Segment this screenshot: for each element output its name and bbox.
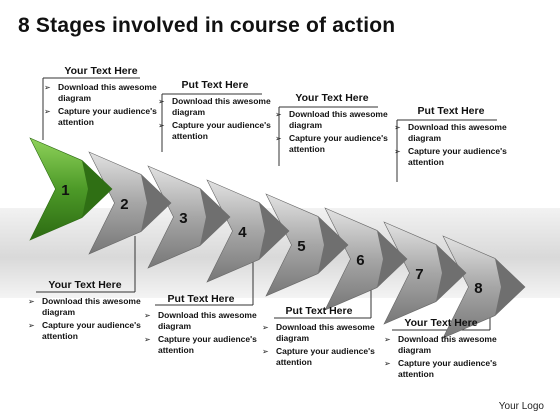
callout-bullet: Download this awesome diagram xyxy=(142,310,260,332)
stage-number: 8 xyxy=(474,280,482,297)
arrow-shade xyxy=(318,216,348,274)
stage-number: 4 xyxy=(238,224,247,241)
callout-bullet: Capture your audience's attention xyxy=(42,106,160,128)
stage-arrow-1: 1 xyxy=(29,137,113,241)
arrow-shade xyxy=(259,202,289,260)
stage-arrow-6: 6 xyxy=(324,207,408,311)
page-title: 8 Stages involved in course of action xyxy=(18,14,396,37)
stage-arrow-7: 7 xyxy=(383,221,467,325)
stage-number: 2 xyxy=(120,196,128,213)
callout-bullet: Download this awesome diagram xyxy=(156,96,274,118)
callout-heading: Put Text Here xyxy=(167,293,235,305)
arrow-shade xyxy=(436,244,466,302)
callout-bullet: Download this awesome diagram xyxy=(392,122,510,144)
callout-heading: Your Text Here xyxy=(404,317,478,329)
callout-bullet: Capture your audience's attention xyxy=(382,358,500,380)
callout-heading: Put Text Here xyxy=(181,79,249,91)
callout-1: Your Text Here Download this awesome dia… xyxy=(42,66,160,130)
callout-bullet: Capture your audience's attention xyxy=(26,320,144,342)
stage-number: 1 xyxy=(61,182,69,199)
stage-number: 6 xyxy=(356,252,364,269)
callout-bullet: Capture your audience's attention xyxy=(260,346,378,368)
stage-arrow-3: 3 xyxy=(147,165,231,269)
callout-4: Put Text Here Download this awesome diag… xyxy=(392,106,510,170)
callout-6: Put Text Here Download this awesome diag… xyxy=(142,294,260,358)
callout-bullet: Capture your audience's attention xyxy=(142,334,260,356)
callout-heading: Your Text Here xyxy=(48,279,122,291)
stage-arrow-2: 2 xyxy=(88,151,172,255)
callout-bullet: Capture your audience's attention xyxy=(392,146,510,168)
callout-heading: Put Text Here xyxy=(285,305,353,317)
callout-3: Your Text Here Download this awesome dia… xyxy=(273,93,391,157)
arrow-shade xyxy=(200,188,230,246)
callout-5: Your Text Here Download this awesome dia… xyxy=(26,280,144,344)
callout-8: Your Text Here Download this awesome dia… xyxy=(382,318,500,382)
arrow-shade xyxy=(141,174,171,232)
callout-bullet: Download this awesome diagram xyxy=(382,334,500,356)
callout-bullet: Download this awesome diagram xyxy=(273,109,391,131)
stage-arrow-4: 4 xyxy=(206,179,290,283)
stage-arrow-8: 8 xyxy=(442,235,526,339)
callout-bullet: Capture your audience's attention xyxy=(273,133,391,155)
arrow-shade xyxy=(495,258,525,316)
callout-7: Put Text Here Download this awesome diag… xyxy=(260,306,378,370)
stage-number: 7 xyxy=(415,266,423,283)
callout-heading: Your Text Here xyxy=(295,92,369,104)
arrow-shade xyxy=(82,160,112,218)
callout-bullet: Download this awesome diagram xyxy=(260,322,378,344)
callout-heading: Your Text Here xyxy=(64,65,138,77)
stage-arrow-5: 5 xyxy=(265,193,349,297)
arrow-shade xyxy=(377,230,407,288)
stage-number: 5 xyxy=(297,238,305,255)
stage-number: 3 xyxy=(179,210,187,227)
callout-heading: Put Text Here xyxy=(417,105,485,117)
callout-2: Put Text Here Download this awesome diag… xyxy=(156,80,274,144)
callout-bullet: Download this awesome diagram xyxy=(26,296,144,318)
footer-logo-text: Your Logo xyxy=(498,401,544,412)
callout-bullet: Capture your audience's attention xyxy=(156,120,274,142)
callout-bullet: Download this awesome diagram xyxy=(42,82,160,104)
